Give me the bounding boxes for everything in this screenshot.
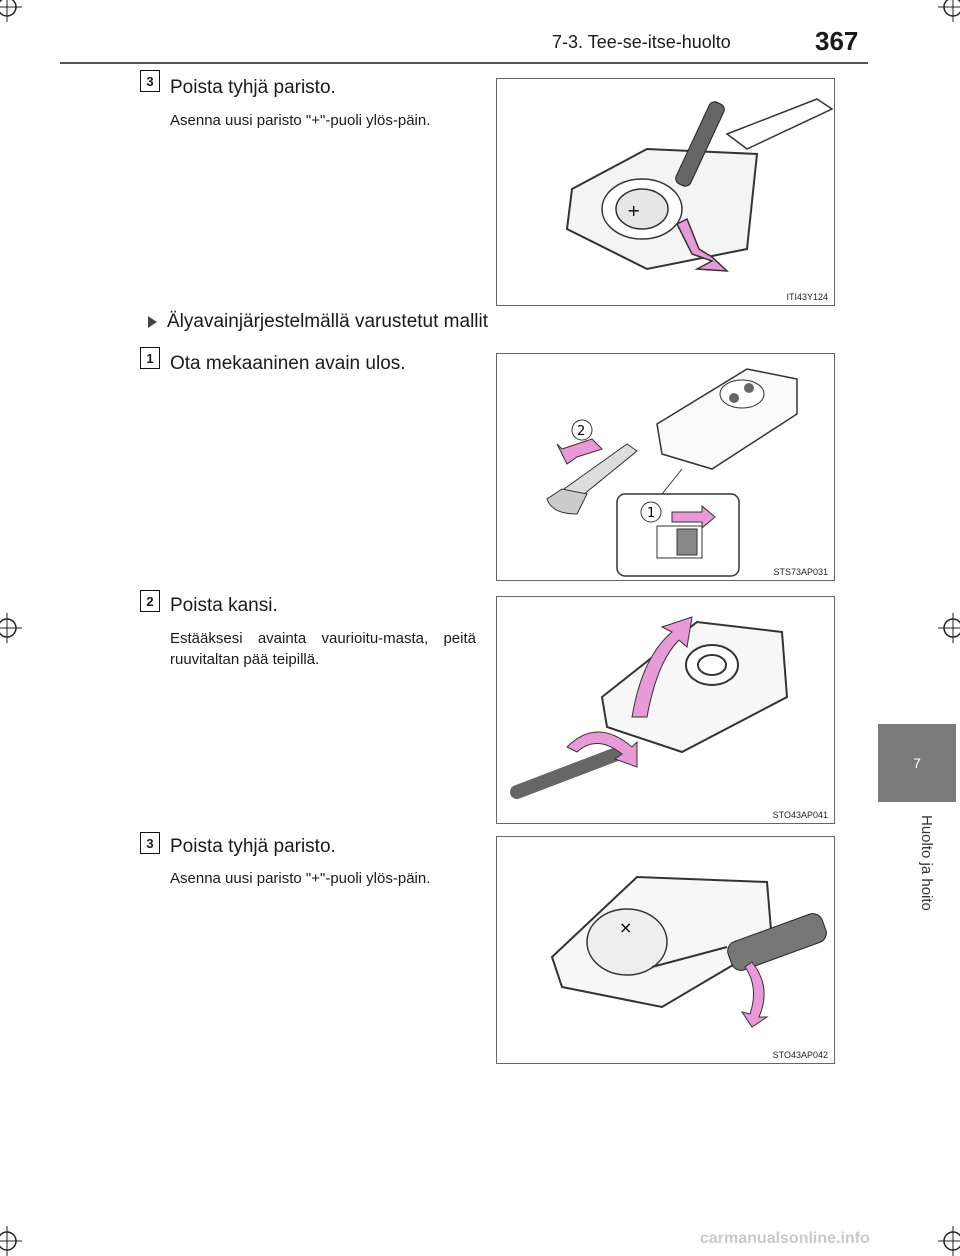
step-number: 3: [140, 832, 160, 854]
svg-text:×: ×: [619, 918, 632, 937]
page-number: 367: [815, 26, 859, 56]
registration-mark-icon: [938, 1226, 960, 1256]
step-instruction: Asenna uusi paristo "+"-puoli ylös-päin.: [170, 112, 431, 129]
registration-mark-icon: [0, 0, 22, 22]
figure-code: STS73AP031: [773, 567, 828, 577]
step-heading: Poista tyhjä paristo.: [170, 836, 336, 857]
step-instruction: Asenna uusi paristo "+"-puoli ylös-päin.: [170, 870, 431, 887]
svg-text:+: +: [627, 201, 640, 220]
step-instruction: Estääksesi avainta vaurioitu-masta, peit…: [170, 630, 476, 668]
key-battery-illustration: +: [565, 98, 834, 272]
mechanical-key-illustration: 2 1: [546, 368, 798, 577]
figure-code: STO43AP041: [772, 810, 828, 820]
step-number: 1: [140, 347, 160, 369]
remove-cover-illustration: [510, 616, 789, 799]
registration-mark-icon: [0, 1226, 22, 1256]
callout-1: 1: [647, 506, 655, 521]
figure-mechanical-key: 2 1 STS73AP031: [496, 353, 835, 581]
header-section-title: 7-3. Tee-se-itse-huolto: [552, 32, 731, 52]
footer-watermark: carmanualsonline.info: [700, 1230, 870, 1247]
models-subheading: Älyavainjärjestelmällä varustetut mallit: [148, 311, 488, 333]
step-heading: Poista kansi.: [170, 595, 278, 616]
step-number: 2: [140, 590, 160, 612]
header-divider: [60, 62, 868, 64]
figure-code: STO43AP042: [772, 1050, 828, 1060]
figure-remove-cover: STO43AP041: [496, 596, 835, 824]
step-number: 3: [140, 70, 160, 92]
figure-smart-key-battery: × STO43AP042: [496, 836, 835, 1064]
figure-code: ITI43Y124: [786, 292, 828, 302]
step-heading: Poista tyhjä paristo.: [170, 77, 336, 98]
figure-key-battery: + ITI43Y124: [496, 78, 835, 306]
callout-2: 2: [577, 424, 585, 439]
registration-mark-icon: [938, 613, 960, 643]
triangle-bullet-icon: [148, 315, 157, 328]
registration-mark-icon: [938, 0, 960, 22]
smart-key-battery-illustration: ×: [550, 875, 827, 1028]
step-heading: Ota mekaaninen avain ulos.: [170, 353, 406, 374]
subheading-text: Älyavainjärjestelmällä varustetut mallit: [167, 311, 489, 332]
chapter-tab: 7: [878, 724, 956, 802]
chapter-label: Huolto ja hoito: [918, 815, 935, 911]
registration-mark-icon: [0, 613, 22, 643]
